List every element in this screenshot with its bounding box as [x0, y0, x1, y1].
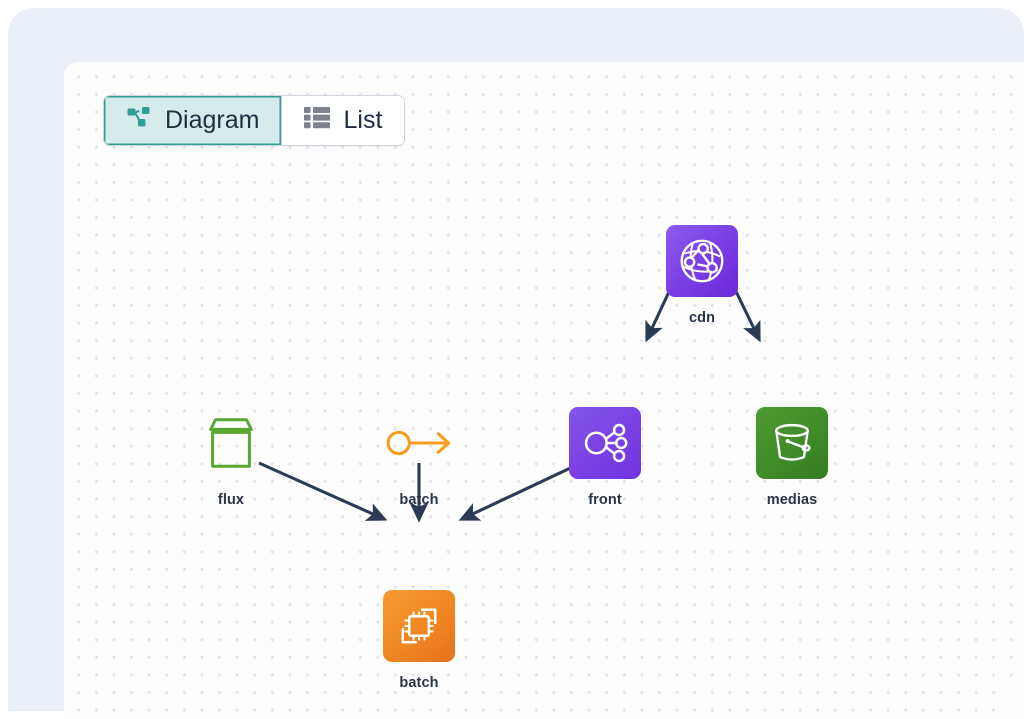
node-label-cdn: cdn	[688, 310, 716, 326]
tab-list-label: List	[343, 106, 383, 134]
node-batch-top[interactable]: batch	[349, 407, 489, 508]
node-medias[interactable]: medias	[722, 407, 862, 508]
node-flux[interactable]: flux	[161, 407, 301, 508]
node-front[interactable]: front	[535, 407, 675, 508]
node-label-batch-main: batch	[399, 675, 439, 691]
node-label-batch-top: batch	[399, 492, 439, 508]
edge-front-batch	[458, 461, 582, 521]
edge-flux-batch	[258, 461, 388, 521]
diagram-canvas[interactable]: cdn flux batch	[64, 62, 1024, 719]
cloud-network-icon	[666, 225, 738, 297]
view-toggle[interactable]: Diagram List	[103, 95, 406, 146]
bucket-icon	[756, 407, 828, 479]
chip-batch-icon	[383, 590, 455, 662]
node-label-front: front	[588, 492, 622, 508]
app-frame: cdn flux batch	[8, 8, 1024, 719]
tab-list[interactable]: List	[281, 96, 405, 145]
tab-diagram[interactable]: Diagram	[104, 96, 282, 145]
open-box-icon	[195, 407, 267, 479]
diagram-edges	[258, 280, 761, 523]
diagram-icon	[126, 104, 152, 137]
node-label-medias: medias	[766, 492, 818, 508]
list-icon	[304, 106, 331, 136]
node-batch-main[interactable]: batch	[349, 590, 489, 691]
tab-diagram-label: Diagram	[165, 106, 260, 134]
node-label-flux: flux	[217, 492, 245, 508]
distribution-icon	[569, 407, 641, 479]
event-arrow-icon	[383, 407, 455, 479]
node-cdn[interactable]: cdn	[632, 225, 772, 326]
